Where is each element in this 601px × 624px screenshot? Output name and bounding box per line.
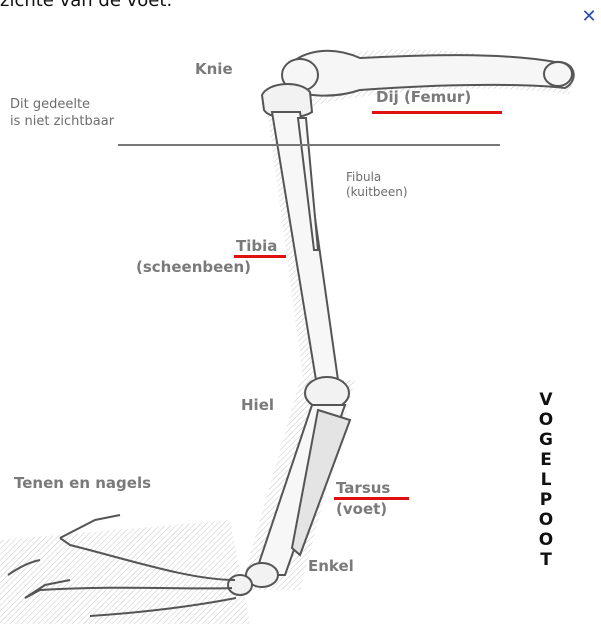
vertical-title-vogelpoot: V O G E L P O O T <box>534 390 558 570</box>
label-tibia: Tibia <box>236 237 277 255</box>
underline-dij <box>372 111 502 114</box>
vertical-letter: O <box>534 530 558 550</box>
vertical-letter: V <box>534 390 558 410</box>
label-dit-gedeelte-line2: is niet zichtbaar <box>10 114 114 129</box>
label-hiel: Hiel <box>241 396 274 414</box>
label-kuitbeen: (kuitbeen) <box>346 185 408 199</box>
vertical-letter: L <box>534 470 558 490</box>
label-fibula: Fibula <box>346 170 381 184</box>
vertical-letter: E <box>534 450 558 470</box>
label-scheenbeen: (scheenbeen) <box>136 258 251 276</box>
vertical-letter: G <box>534 430 558 450</box>
label-tenen-nagels: Tenen en nagels <box>14 474 151 492</box>
vertical-letter: P <box>534 490 558 510</box>
label-dit-gedeelte-line1: Dit gedeelte <box>10 97 90 112</box>
vertical-letter: T <box>534 550 558 570</box>
label-enkel: Enkel <box>308 557 354 575</box>
label-tarsus: Tarsus <box>336 479 390 497</box>
label-knie: Knie <box>195 60 233 78</box>
vertical-letter: O <box>534 510 558 530</box>
vertical-letter: O <box>534 410 558 430</box>
label-voet: (voet) <box>336 500 387 518</box>
label-dij-femur: Dij (Femur) <box>376 88 471 106</box>
